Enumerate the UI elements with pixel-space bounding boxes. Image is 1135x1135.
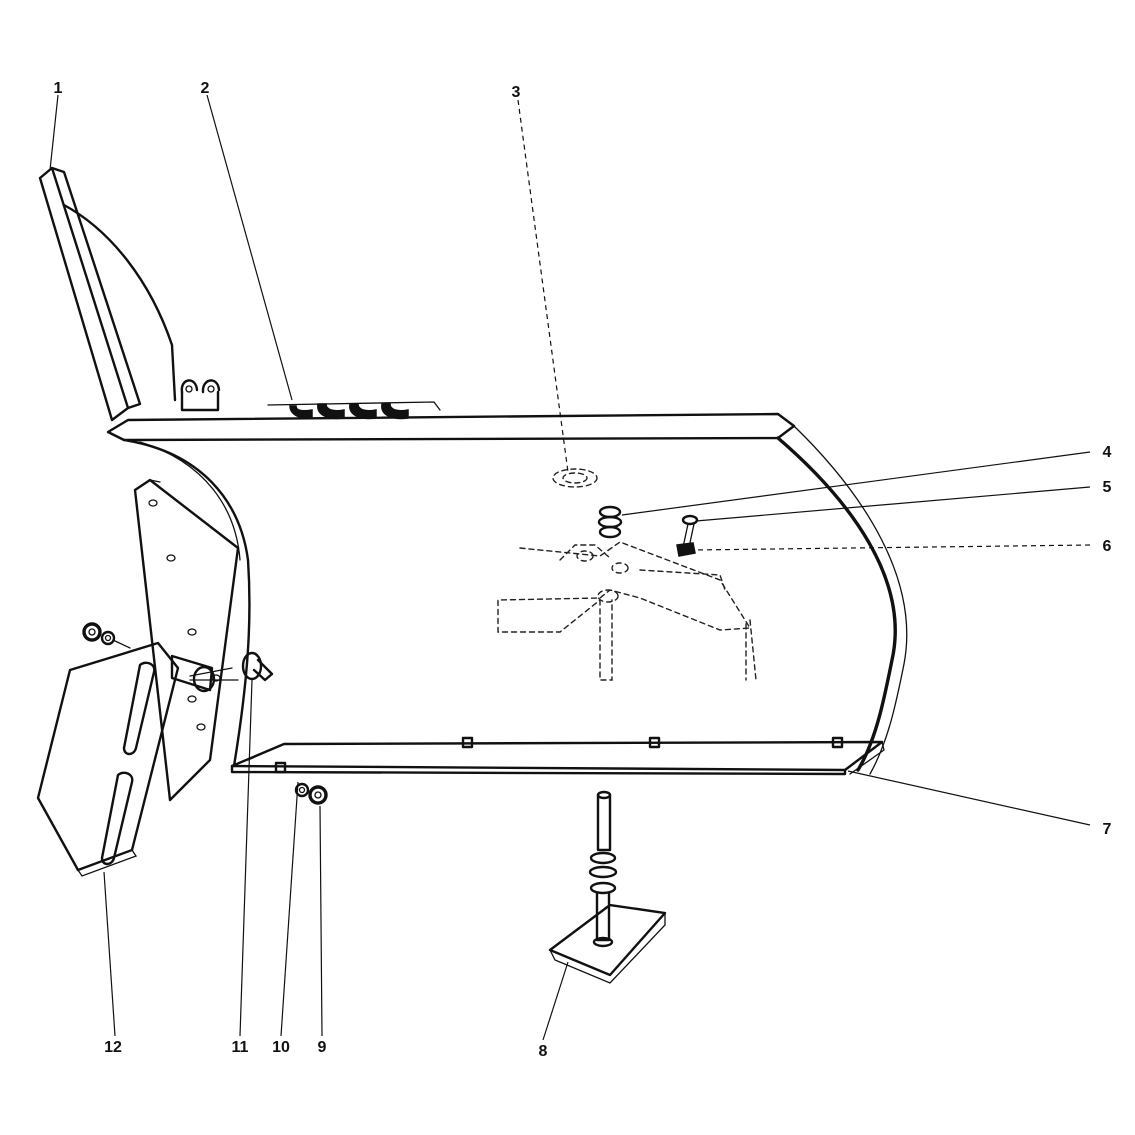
part-2-spring-bank bbox=[267, 401, 441, 420]
callout-10: 10 bbox=[272, 1039, 290, 1056]
callout-9: 9 bbox=[318, 1039, 327, 1056]
part-9-nut bbox=[308, 785, 328, 805]
callout-labels: 1 2 3 4 5 6 7 8 9 10 11 12 bbox=[54, 80, 1112, 1060]
part-8-jack-stand bbox=[548, 790, 667, 984]
callout-1: 1 bbox=[54, 80, 63, 97]
part-1-deflector-arm bbox=[38, 166, 177, 422]
callout-7: 7 bbox=[1103, 821, 1112, 838]
skid-plate-nut-washer bbox=[82, 622, 131, 649]
part-10-lock-washer bbox=[294, 782, 310, 798]
part-12-skid-plate bbox=[36, 641, 239, 877]
part-4-spring bbox=[597, 505, 623, 539]
callout-4: 4 bbox=[1103, 444, 1112, 461]
callout-3: 3 bbox=[512, 84, 521, 101]
callout-8: 8 bbox=[539, 1043, 548, 1060]
callout-6: 6 bbox=[1103, 538, 1112, 555]
left-end-bracket bbox=[133, 478, 240, 802]
part-6-nut bbox=[676, 542, 696, 557]
callout-2: 2 bbox=[201, 80, 210, 97]
callout-5: 5 bbox=[1103, 479, 1112, 496]
hidden-frame-dashed bbox=[497, 468, 757, 681]
leader-lines bbox=[49, 94, 1091, 1041]
part-7-cutting-edge bbox=[230, 736, 885, 776]
main-blade bbox=[106, 412, 908, 775]
callout-12: 12 bbox=[104, 1039, 122, 1056]
callout-11: 11 bbox=[232, 1039, 249, 1056]
part-11-carriage-bolt bbox=[241, 651, 274, 682]
hinge-bracket bbox=[180, 379, 221, 412]
